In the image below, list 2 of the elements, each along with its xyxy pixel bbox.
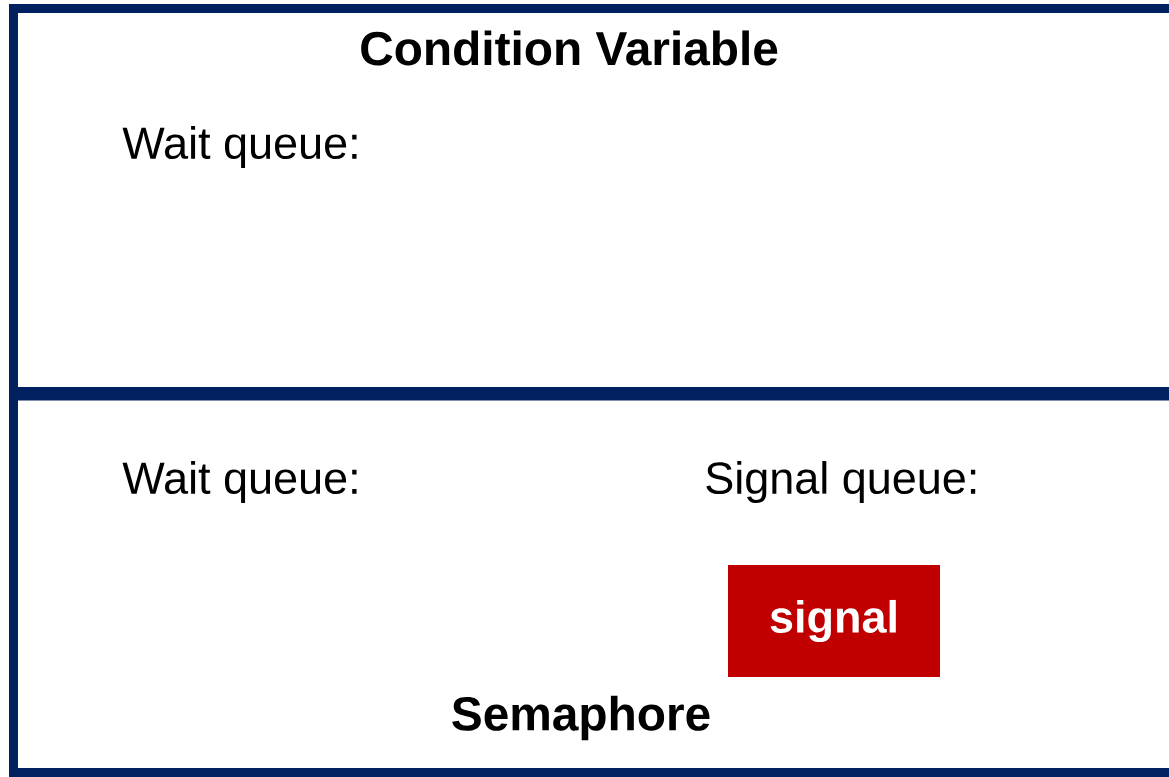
signal-box: signal [728,565,940,677]
panel-box: Condition Variable Wait queue: [9,4,1169,396]
